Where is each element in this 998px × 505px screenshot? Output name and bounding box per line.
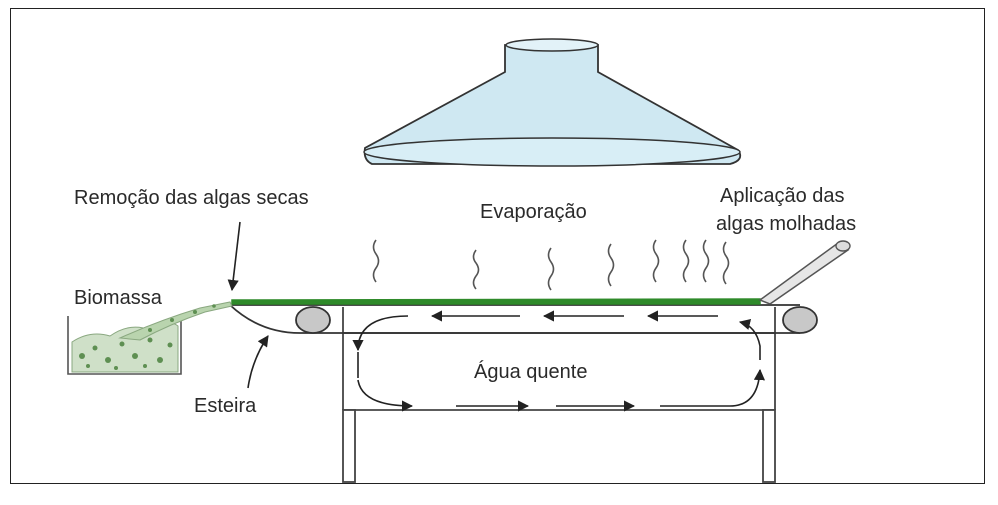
steam-icon (472, 249, 480, 290)
steam-icon (702, 239, 710, 283)
arrow-icon (227, 221, 241, 292)
steam-icon (607, 243, 615, 287)
label-application-line1: Aplicação das (720, 185, 845, 207)
arrow-icon (738, 319, 761, 360)
roller-icon (295, 306, 331, 334)
label-application-line2: algas molhadas (716, 213, 856, 235)
steam-icons (372, 239, 730, 291)
steam-icon (652, 239, 660, 283)
label-belt: Esteira (194, 395, 257, 417)
roller-icon (782, 306, 818, 334)
application-pipe (758, 240, 851, 305)
hot-water-tank (342, 307, 776, 483)
arrow-icon (247, 335, 269, 389)
steam-icon (722, 241, 730, 285)
conveyor-belt (229, 298, 818, 334)
label-evaporation: Evaporação (480, 201, 587, 223)
biomass-container (67, 301, 233, 375)
arrow-icon (660, 368, 766, 407)
algae-layer (231, 298, 761, 305)
label-hot-water: Água quente (474, 360, 587, 383)
label-removal: Remoção das algas secas (74, 187, 309, 209)
pointer-arrows (227, 221, 269, 389)
steam-icon (547, 247, 555, 291)
label-biomass: Biomassa (74, 287, 163, 309)
water-circulation-arrows (352, 310, 766, 412)
heat-lamp-hood-icon (363, 38, 742, 167)
steam-icon (372, 239, 380, 283)
steam-icon (682, 239, 690, 283)
arrow-icon (357, 379, 414, 412)
arrow-icon (352, 315, 409, 352)
